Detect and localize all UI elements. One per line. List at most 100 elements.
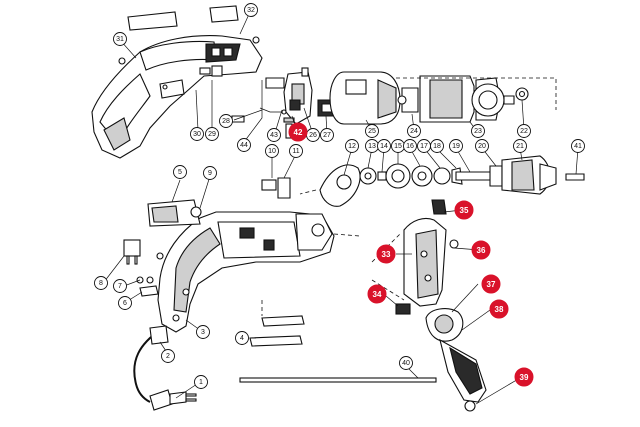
highlighted-callout-33: 33 — [376, 244, 396, 264]
label-sheet — [261, 315, 305, 327]
highlighted-callout-circle-38 — [489, 299, 509, 319]
open-housing — [157, 211, 335, 333]
callout-circle-5 — [173, 165, 187, 179]
callout-1: 1 — [194, 375, 208, 389]
callout-11: 11 — [289, 144, 303, 158]
label-tags — [127, 5, 239, 31]
armature — [397, 75, 529, 123]
callout-label-24: 24 — [410, 128, 418, 135]
label-sheet-2 — [249, 335, 303, 347]
gear-train — [319, 155, 585, 207]
callout-circle-23 — [471, 124, 485, 138]
callout-2: 2 — [161, 349, 175, 363]
callout-12: 12 — [345, 139, 359, 153]
callout-label-26: 26 — [309, 132, 317, 139]
highlighted-callout-38: 38 — [489, 299, 509, 319]
callout-circle-32 — [244, 3, 258, 17]
callout-14: 14 — [377, 139, 391, 153]
highlighted-callout-circle-37 — [481, 274, 501, 294]
callout-18: 18 — [430, 139, 444, 153]
depth-rod — [239, 377, 437, 383]
highlighted-callout-label-35: 35 — [460, 206, 469, 215]
callout-label-15: 15 — [394, 143, 402, 150]
callout-13: 13 — [365, 139, 379, 153]
callout-label-44: 44 — [240, 142, 248, 149]
callout-25: 25 — [365, 124, 379, 138]
callout-circle-31 — [113, 32, 127, 46]
callout-label-5: 5 — [178, 169, 182, 176]
stator — [329, 71, 401, 125]
callout-circle-8 — [94, 276, 108, 290]
callout-circle-10 — [265, 144, 279, 158]
callout-label-40: 40 — [402, 360, 410, 367]
callout-label-14: 14 — [380, 143, 388, 150]
callout-circle-29 — [205, 127, 219, 141]
callout-40: 40 — [399, 356, 413, 370]
callout-19: 19 — [449, 139, 463, 153]
callout-16: 16 — [403, 139, 417, 153]
power-cable — [133, 325, 197, 411]
callout-27: 27 — [320, 128, 334, 142]
callout-circle-28 — [219, 114, 233, 128]
highlighted-callout-label-42: 42 — [294, 128, 303, 137]
callout-30: 30 — [190, 127, 204, 141]
callout-23: 23 — [471, 124, 485, 138]
aux-handle — [395, 199, 487, 412]
callout-circle-21 — [513, 139, 527, 153]
callout-29: 29 — [205, 127, 219, 141]
callout-26: 26 — [306, 128, 320, 142]
callout-22: 22 — [517, 124, 531, 138]
highlighted-callout-circle-33 — [376, 244, 396, 264]
callout-label-21: 21 — [516, 143, 524, 150]
callout-label-22: 22 — [520, 128, 528, 135]
callout-circle-22 — [517, 124, 531, 138]
highlighted-callout-35: 35 — [454, 200, 474, 220]
callout-circle-11 — [289, 144, 303, 158]
callout-circle-43 — [267, 128, 281, 142]
callout-3: 3 — [196, 325, 210, 339]
callout-circle-12 — [345, 139, 359, 153]
callout-label-3: 3 — [201, 329, 205, 336]
highlighted-callout-label-36: 36 — [477, 246, 486, 255]
callout-label-1: 1 — [199, 379, 203, 386]
callout-label-27: 27 — [323, 132, 331, 139]
callout-label-41: 41 — [574, 143, 582, 150]
callout-label-28: 28 — [222, 118, 230, 125]
callout-21: 21 — [513, 139, 527, 153]
brush-box — [147, 199, 202, 227]
callout-7: 7 — [113, 279, 127, 293]
callout-circle-14 — [377, 139, 391, 153]
callout-label-23: 23 — [474, 128, 482, 135]
callout-label-8: 8 — [99, 280, 103, 287]
callout-circle-7 — [113, 279, 127, 293]
callout-circle-2 — [161, 349, 175, 363]
callout-label-32: 32 — [247, 7, 255, 14]
highlighted-callout-34: 34 — [367, 284, 387, 304]
callout-28: 28 — [219, 114, 233, 128]
callout-label-13: 13 — [368, 143, 376, 150]
callout-32: 32 — [244, 3, 258, 17]
callout-label-12: 12 — [348, 143, 356, 150]
callout-circle-24 — [407, 124, 421, 138]
callout-label-31: 31 — [116, 36, 124, 43]
callout-label-29: 29 — [208, 131, 216, 138]
callout-10: 10 — [265, 144, 279, 158]
switch-assembly — [259, 67, 337, 125]
highlighted-callout-label-33: 33 — [382, 250, 391, 259]
highlighted-callout-circle-42 — [288, 122, 308, 142]
highlighted-callout-circle-35 — [454, 200, 474, 220]
callout-31: 31 — [113, 32, 127, 46]
callout-label-4: 4 — [240, 335, 244, 342]
highlighted-callout-39: 39 — [514, 367, 534, 387]
callout-8: 8 — [94, 276, 108, 290]
highlighted-callout-36: 36 — [471, 240, 491, 260]
callout-9: 9 — [203, 166, 217, 180]
callout-circle-20 — [475, 139, 489, 153]
highlighted-callout-42: 42 — [288, 122, 308, 142]
callout-circle-30 — [190, 127, 204, 141]
highlighted-callout-label-38: 38 — [495, 305, 504, 314]
callout-label-20: 20 — [478, 143, 486, 150]
callout-17: 17 — [417, 139, 431, 153]
